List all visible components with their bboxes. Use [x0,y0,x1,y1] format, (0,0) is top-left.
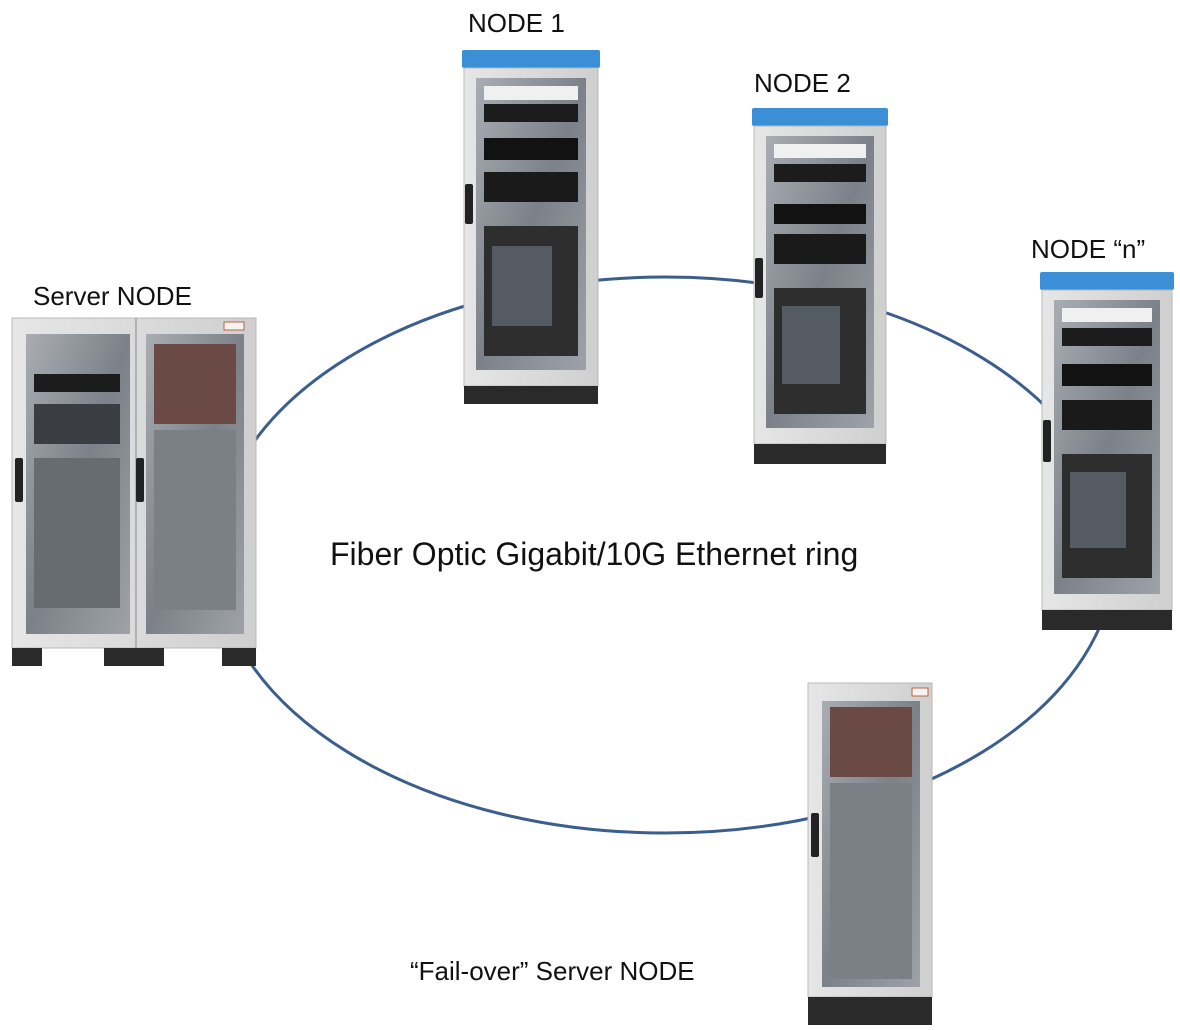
cabinet-node-n [1040,272,1174,630]
label-ethernet-ring: Fiber Optic Gigabit/10G Ethernet ring [330,536,859,572]
cabinet-failover-server-node [807,682,933,1025]
label-node-2: NODE 2 [754,68,851,98]
label-node-1: NODE 1 [468,8,565,38]
label-failover-server-node: “Fail-over” Server NODE [410,956,695,986]
cabinet-node-1 [462,50,600,404]
label-node-n: NODE “n” [1031,234,1146,264]
cabinet-server-node [11,317,257,666]
cabinet-node-2 [752,108,888,464]
label-server-node: Server NODE [33,281,192,311]
